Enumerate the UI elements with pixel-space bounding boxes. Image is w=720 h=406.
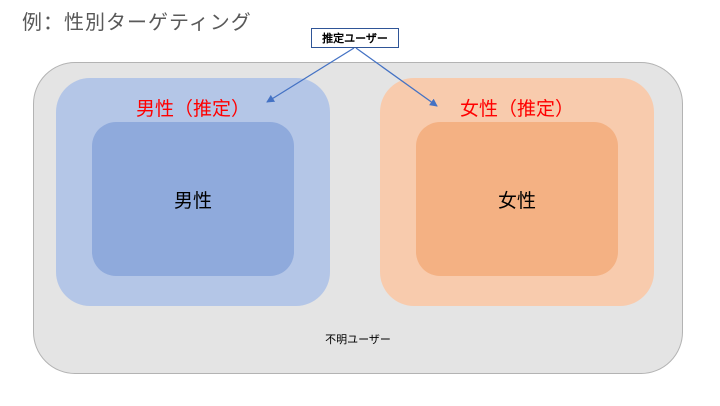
arrow-to-male bbox=[266, 47, 355, 103]
page-title: 例：性別ターゲティング bbox=[22, 10, 252, 34]
arrow-to-female bbox=[355, 47, 438, 107]
unknown-users-label: 不明ユーザー bbox=[325, 333, 391, 346]
female-core-label: 女性 bbox=[497, 189, 536, 212]
male-estimated-label: 男性（推定） bbox=[135, 98, 250, 120]
female-estimated-label: 女性（推定） bbox=[459, 98, 574, 120]
male-core-label: 男性 bbox=[173, 189, 212, 212]
female-core-box: 女性 bbox=[416, 122, 618, 276]
estimated-users-callout: 推定ユーザー bbox=[311, 28, 399, 48]
male-core-box: 男性 bbox=[92, 122, 294, 276]
female-estimated-region: 女性（推定） 女性 bbox=[380, 78, 654, 306]
male-estimated-region: 男性（推定） 男性 bbox=[56, 78, 330, 306]
